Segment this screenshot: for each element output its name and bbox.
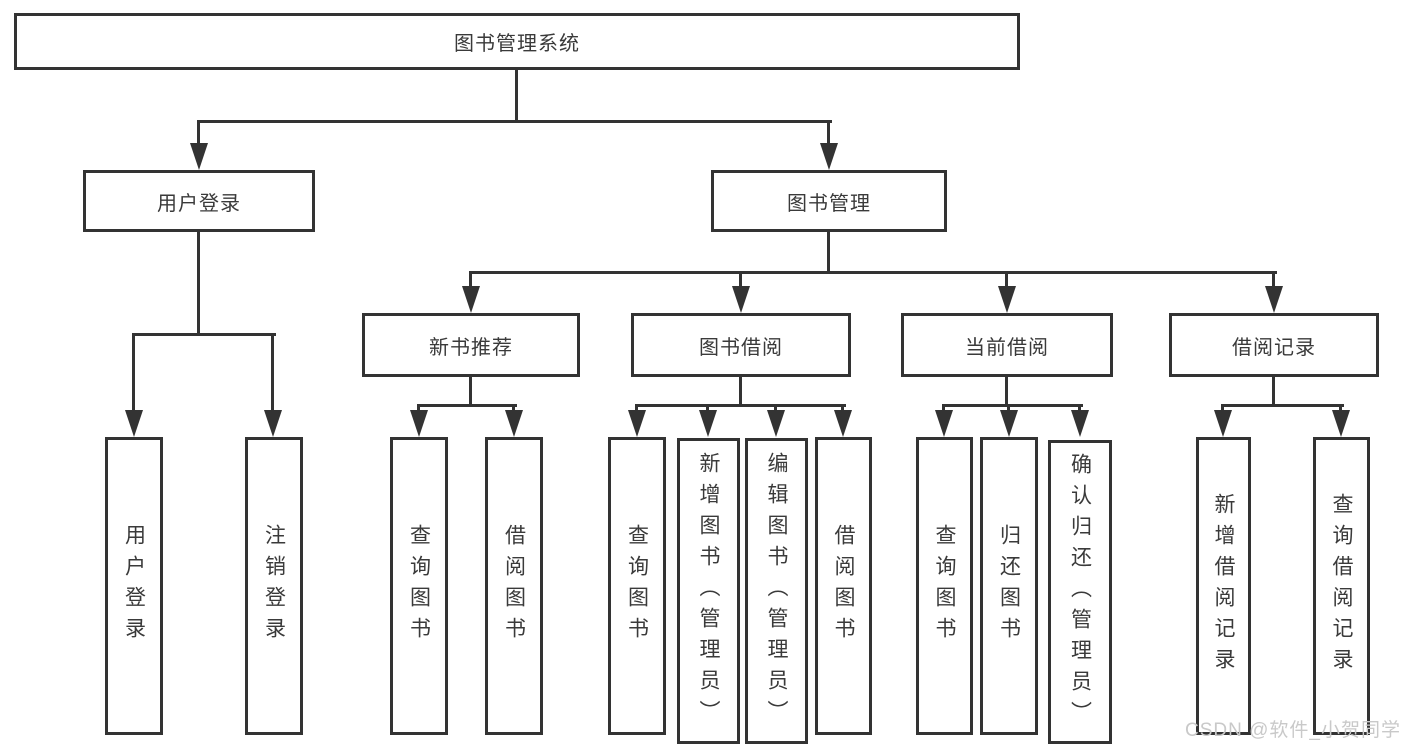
connector-borrow-records-stem [1272,377,1275,407]
arrowhead-down-icon [264,410,282,437]
connector-book-borrow-stem [739,377,742,407]
connector-root-stem [515,70,518,123]
node-user-login-label: 用户登录 [157,192,241,215]
connector-book-mgmt-stem [827,232,830,274]
leaf-logout-login-label: 注销登录 [262,524,286,648]
leaf-user-login: 用户登录 [105,437,163,735]
arrowhead-down-icon [1332,410,1350,437]
arrowhead-down-icon [1214,410,1232,437]
connector-drop-leaf-logout [271,333,274,411]
connector-drop-new-book [469,271,472,287]
connector-drop [942,404,945,414]
node-borrowing-records: 借阅记录 [1169,313,1379,377]
arrowhead-down-icon [935,410,953,437]
arrowhead-down-icon [820,143,838,170]
leaf-query-books-recommend: 查询图书 [390,437,448,735]
leaf-return-books: 归还图书 [980,437,1038,735]
leaf-logout-login: 注销登录 [245,437,303,735]
leaf-user-login-label: 用户登录 [122,524,146,648]
leaf-confirm-return-admin: 确认归还（管理员） [1048,440,1112,744]
arrowhead-down-icon [505,410,523,437]
arrowhead-down-icon [410,410,428,437]
connector-drop [841,404,844,414]
leaf-add-books-admin: 新增图书（管理员） [677,438,740,744]
leaf-add-borrow-record-label: 新增借阅记录 [1212,493,1236,679]
node-new-book-recommend-label: 新书推荐 [429,336,513,359]
leaf-query-books-recommend-label: 查询图书 [407,524,431,648]
leaf-query-borrow-record: 查询借阅记录 [1313,437,1370,735]
node-book-management: 图书管理 [711,170,947,232]
node-borrowing-records-label: 借阅记录 [1232,336,1316,359]
connector-user-login-rail [132,333,276,336]
leaf-edit-books-admin: 编辑图书（管理员） [745,438,808,744]
connector-borrow-records-rail [1221,404,1344,407]
leaf-borrow-books-label: 借阅图书 [832,524,856,648]
connector-drop [1078,404,1081,414]
arrowhead-down-icon [699,410,717,437]
connector-user-login-stem [197,232,200,336]
arrowhead-down-icon [1265,286,1283,313]
node-library-system: 图书管理系统 [14,13,1020,70]
arrowhead-down-icon [628,410,646,437]
leaf-edit-books-admin-label: 编辑图书（管理员） [765,451,789,731]
arrowhead-down-icon [1000,410,1018,437]
connector-drop-book-borrow [739,271,742,287]
connector-drop-current-borrow [1005,271,1008,287]
leaf-add-books-admin-label: 新增图书（管理员） [697,451,721,731]
leaf-query-books-borrow: 查询图书 [608,437,666,735]
arrowhead-down-icon [834,410,852,437]
connector-drop-book-mgmt [827,120,830,144]
connector-drop-borrow-records [1272,271,1275,287]
connector-drop [1339,404,1342,414]
connector-new-book-stem [469,377,472,407]
arrowhead-down-icon [732,286,750,313]
connector-drop [774,404,777,414]
arrowhead-down-icon [462,286,480,313]
node-book-management-label: 图书管理 [787,192,871,215]
leaf-borrow-books: 借阅图书 [815,437,872,735]
leaf-query-borrow-record-label: 查询借阅记录 [1330,493,1354,679]
connector-drop [1007,404,1010,414]
leaf-add-borrow-record: 新增借阅记录 [1196,437,1251,735]
connector-new-book-rail [417,404,517,407]
node-current-borrowing-label: 当前借阅 [965,336,1049,359]
connector-current-borrow-rail [942,404,1083,407]
arrowhead-down-icon [767,410,785,437]
connector-drop-user-login [197,120,200,144]
connector-drop-leaf-login [132,333,135,411]
node-book-borrowing-label: 图书借阅 [699,336,783,359]
arrowhead-down-icon [998,286,1016,313]
node-user-login: 用户登录 [83,170,315,232]
arrowhead-down-icon [190,143,208,170]
node-new-book-recommend: 新书推荐 [362,313,580,377]
connector-book-borrow-rail [635,404,846,407]
leaf-borrow-books-recommend: 借阅图书 [485,437,543,735]
connector-drop [512,404,515,414]
connector-drop [417,404,420,414]
node-book-borrowing: 图书借阅 [631,313,851,377]
leaf-return-books-label: 归还图书 [997,524,1021,648]
csdn-watermark: CSDN @软件_小贺同学 [1185,720,1401,741]
connector-drop [706,404,709,414]
leaf-confirm-return-admin-label: 确认归还（管理员） [1068,452,1092,732]
leaf-query-books-current-label: 查询图书 [933,524,957,648]
node-current-borrowing: 当前借阅 [901,313,1113,377]
connector-drop [635,404,638,414]
arrowhead-down-icon [125,410,143,437]
arrowhead-down-icon [1071,410,1089,437]
leaf-borrow-books-recommend-label: 借阅图书 [502,524,526,648]
leaf-query-books-borrow-label: 查询图书 [625,524,649,648]
connector-root-rail [197,120,832,123]
connector-current-borrow-stem [1005,377,1008,407]
leaf-query-books-current: 查询图书 [916,437,973,735]
connector-drop [1221,404,1224,414]
node-library-system-label: 图书管理系统 [454,33,580,55]
connector-book-mgmt-rail [469,271,1277,274]
